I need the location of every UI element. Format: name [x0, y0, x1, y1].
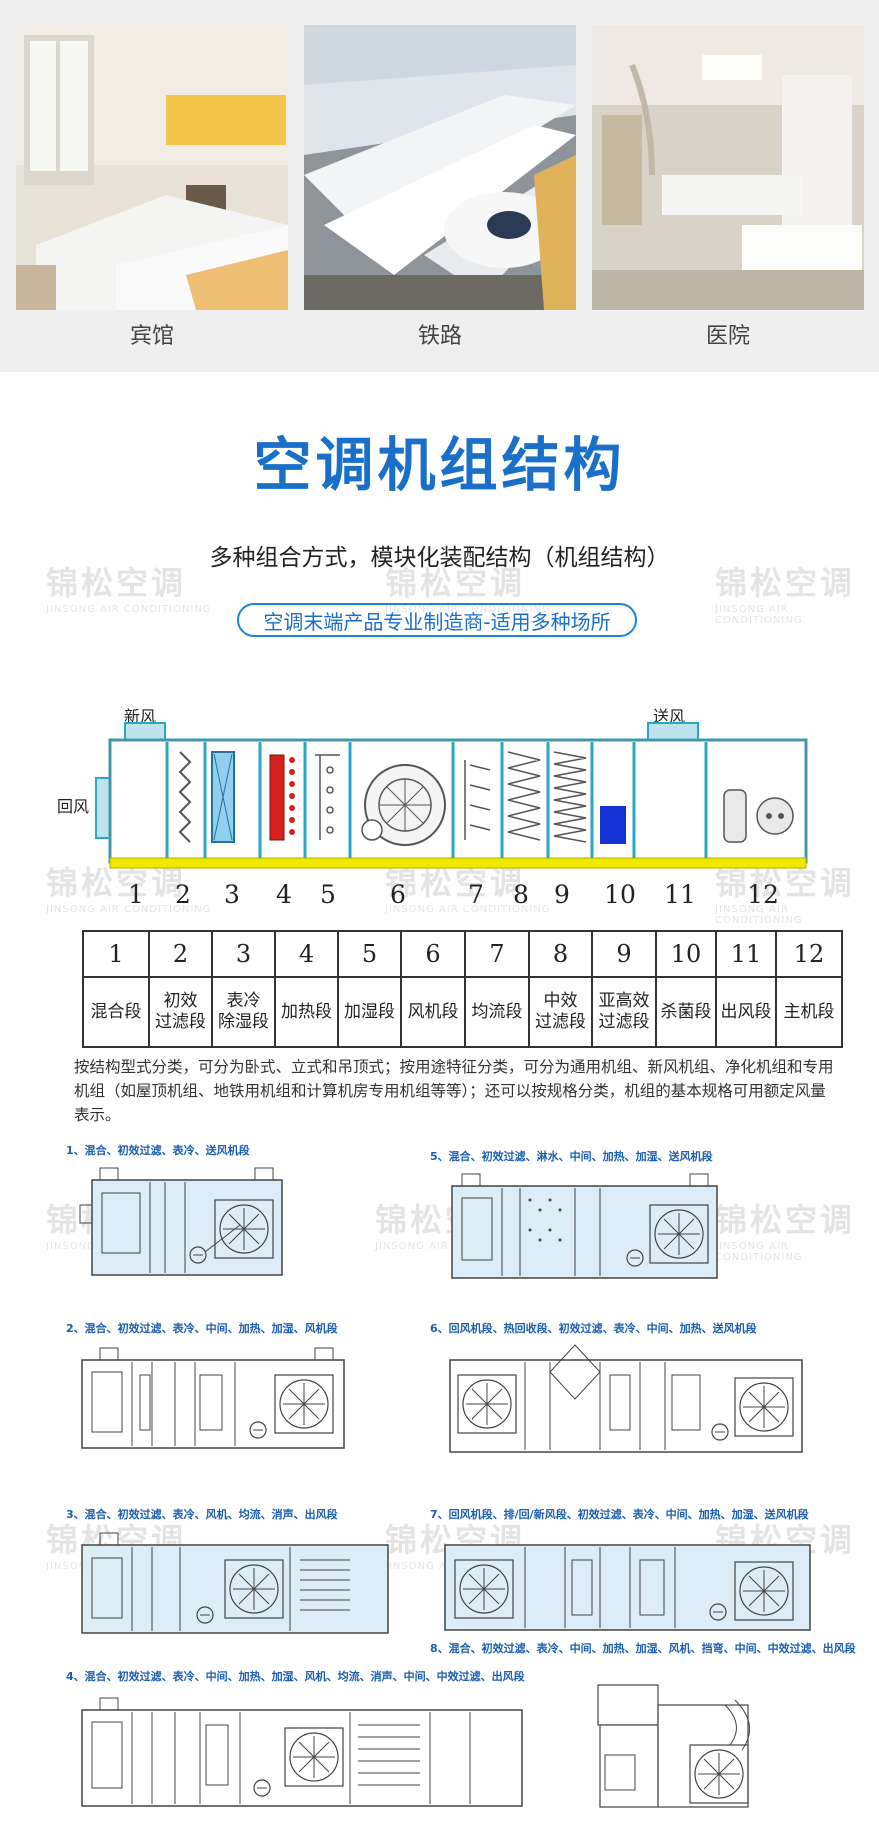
- config-4-drawing: [81, 1697, 523, 1807]
- table-cell: 加湿段: [337, 976, 402, 1048]
- config-8-drawing: [597, 1684, 750, 1808]
- config-2-drawing: [81, 1347, 345, 1449]
- config-caption: 8、混合、初效过滤、表冷、中间、加热、加湿、风机、挡弯、中间、中效过滤、出风段: [430, 1642, 856, 1655]
- caption-hospital: 医院: [705, 324, 750, 349]
- config-caption: 6、回风机段、热回收段、初效过滤、表冷、中间、加热、送风机段: [430, 1322, 757, 1335]
- table-cell: 6: [400, 930, 466, 978]
- table-cell: 均流段: [464, 976, 530, 1048]
- table-cell: 9: [591, 930, 657, 978]
- table-cell: 3: [211, 930, 276, 978]
- page-subtitle: 多种组合方式，模块化装配结构（机组结构）: [209, 545, 670, 571]
- config-caption: 4、混合、初效过滤、表冷、中间、加热、加湿、风机、均流、消声、中间、中效过滤、出…: [66, 1670, 525, 1683]
- table-cell: 中效过滤段: [528, 976, 593, 1048]
- config-caption: 5、混合、初效过滤、淋水、中间、加热、加湿、送风机段: [430, 1150, 713, 1163]
- section-number: 5: [320, 880, 336, 909]
- table-cell: 7: [464, 930, 530, 978]
- supply-air-label: 送风: [653, 707, 686, 726]
- table-cell: 11: [715, 930, 777, 978]
- table-cell: 初效过滤段: [148, 976, 213, 1048]
- table-cell: 5: [337, 930, 402, 978]
- config-caption: 7、回风机段、排/回/新风段、初效过滤、表冷、中间、加热、加湿、送风机段: [430, 1508, 809, 1521]
- config-7-drawing: [444, 1544, 811, 1631]
- section-number: 9: [554, 880, 570, 909]
- table-cell: 杀菌段: [655, 976, 717, 1048]
- railway-train-photo: [304, 25, 576, 310]
- section-number: 12: [747, 880, 779, 909]
- table-cell: 1: [82, 930, 150, 978]
- config-caption: 2、混合、初效过滤、表冷、中间、加热、加湿、风机段: [66, 1322, 338, 1335]
- table-cell: 2: [148, 930, 213, 978]
- table-cell: 出风段: [715, 976, 777, 1048]
- classification-description: 按结构型式分类，可分为卧式、立式和吊顶式；按用途特征分类，可分为通用机组、新风机…: [74, 1058, 834, 1124]
- section-number: 11: [664, 880, 696, 909]
- config-3-drawing: [81, 1532, 389, 1634]
- config-caption: 3、混合、初效过滤、表冷、风机、均流、消声、出风段: [66, 1508, 338, 1521]
- page-title: 空调机组结构: [253, 431, 626, 499]
- config-6-drawing: [449, 1344, 803, 1453]
- table-cell: 8: [528, 930, 593, 978]
- table-cell: 混合段: [82, 976, 150, 1048]
- config-1-drawing: [79, 1167, 283, 1276]
- fresh-air-label: 新风: [124, 707, 157, 726]
- section-number: 3: [224, 880, 240, 909]
- section-table: 1 2 3 4 5 6 7 8 9 10 11 12 混合段 初效过滤段 表冷除…: [82, 930, 843, 1048]
- section-number: 6: [390, 880, 406, 909]
- tagline-badge: 空调末端产品专业制造商-适用多种场所: [237, 603, 637, 637]
- section-number: 10: [604, 880, 636, 909]
- section-number: 7: [468, 880, 484, 909]
- table-cell: 10: [655, 930, 717, 978]
- caption-railway: 铁路: [417, 324, 462, 349]
- table-cell: 风机段: [400, 976, 466, 1048]
- table-cell: 4: [274, 930, 339, 978]
- hotel-room-photo: [16, 25, 288, 310]
- section-number: 4: [276, 880, 292, 909]
- section-number: 8: [513, 880, 529, 909]
- config-caption: 1、混合、初效过滤、表冷、送风机段: [66, 1144, 250, 1157]
- table-cell: 12: [775, 930, 843, 978]
- config-5-drawing: [451, 1173, 718, 1279]
- section-number: 1: [128, 880, 144, 909]
- table-cell: 主机段: [775, 976, 843, 1048]
- section-number: 2: [175, 880, 191, 909]
- hospital-ward-photo: [592, 25, 864, 310]
- table-cell: 表冷除湿段: [211, 976, 276, 1048]
- return-air-label: 回风: [57, 797, 90, 816]
- caption-hotel: 宾馆: [129, 324, 174, 349]
- table-cell: 亚高效过滤段: [591, 976, 657, 1048]
- table-cell: 加热段: [274, 976, 339, 1048]
